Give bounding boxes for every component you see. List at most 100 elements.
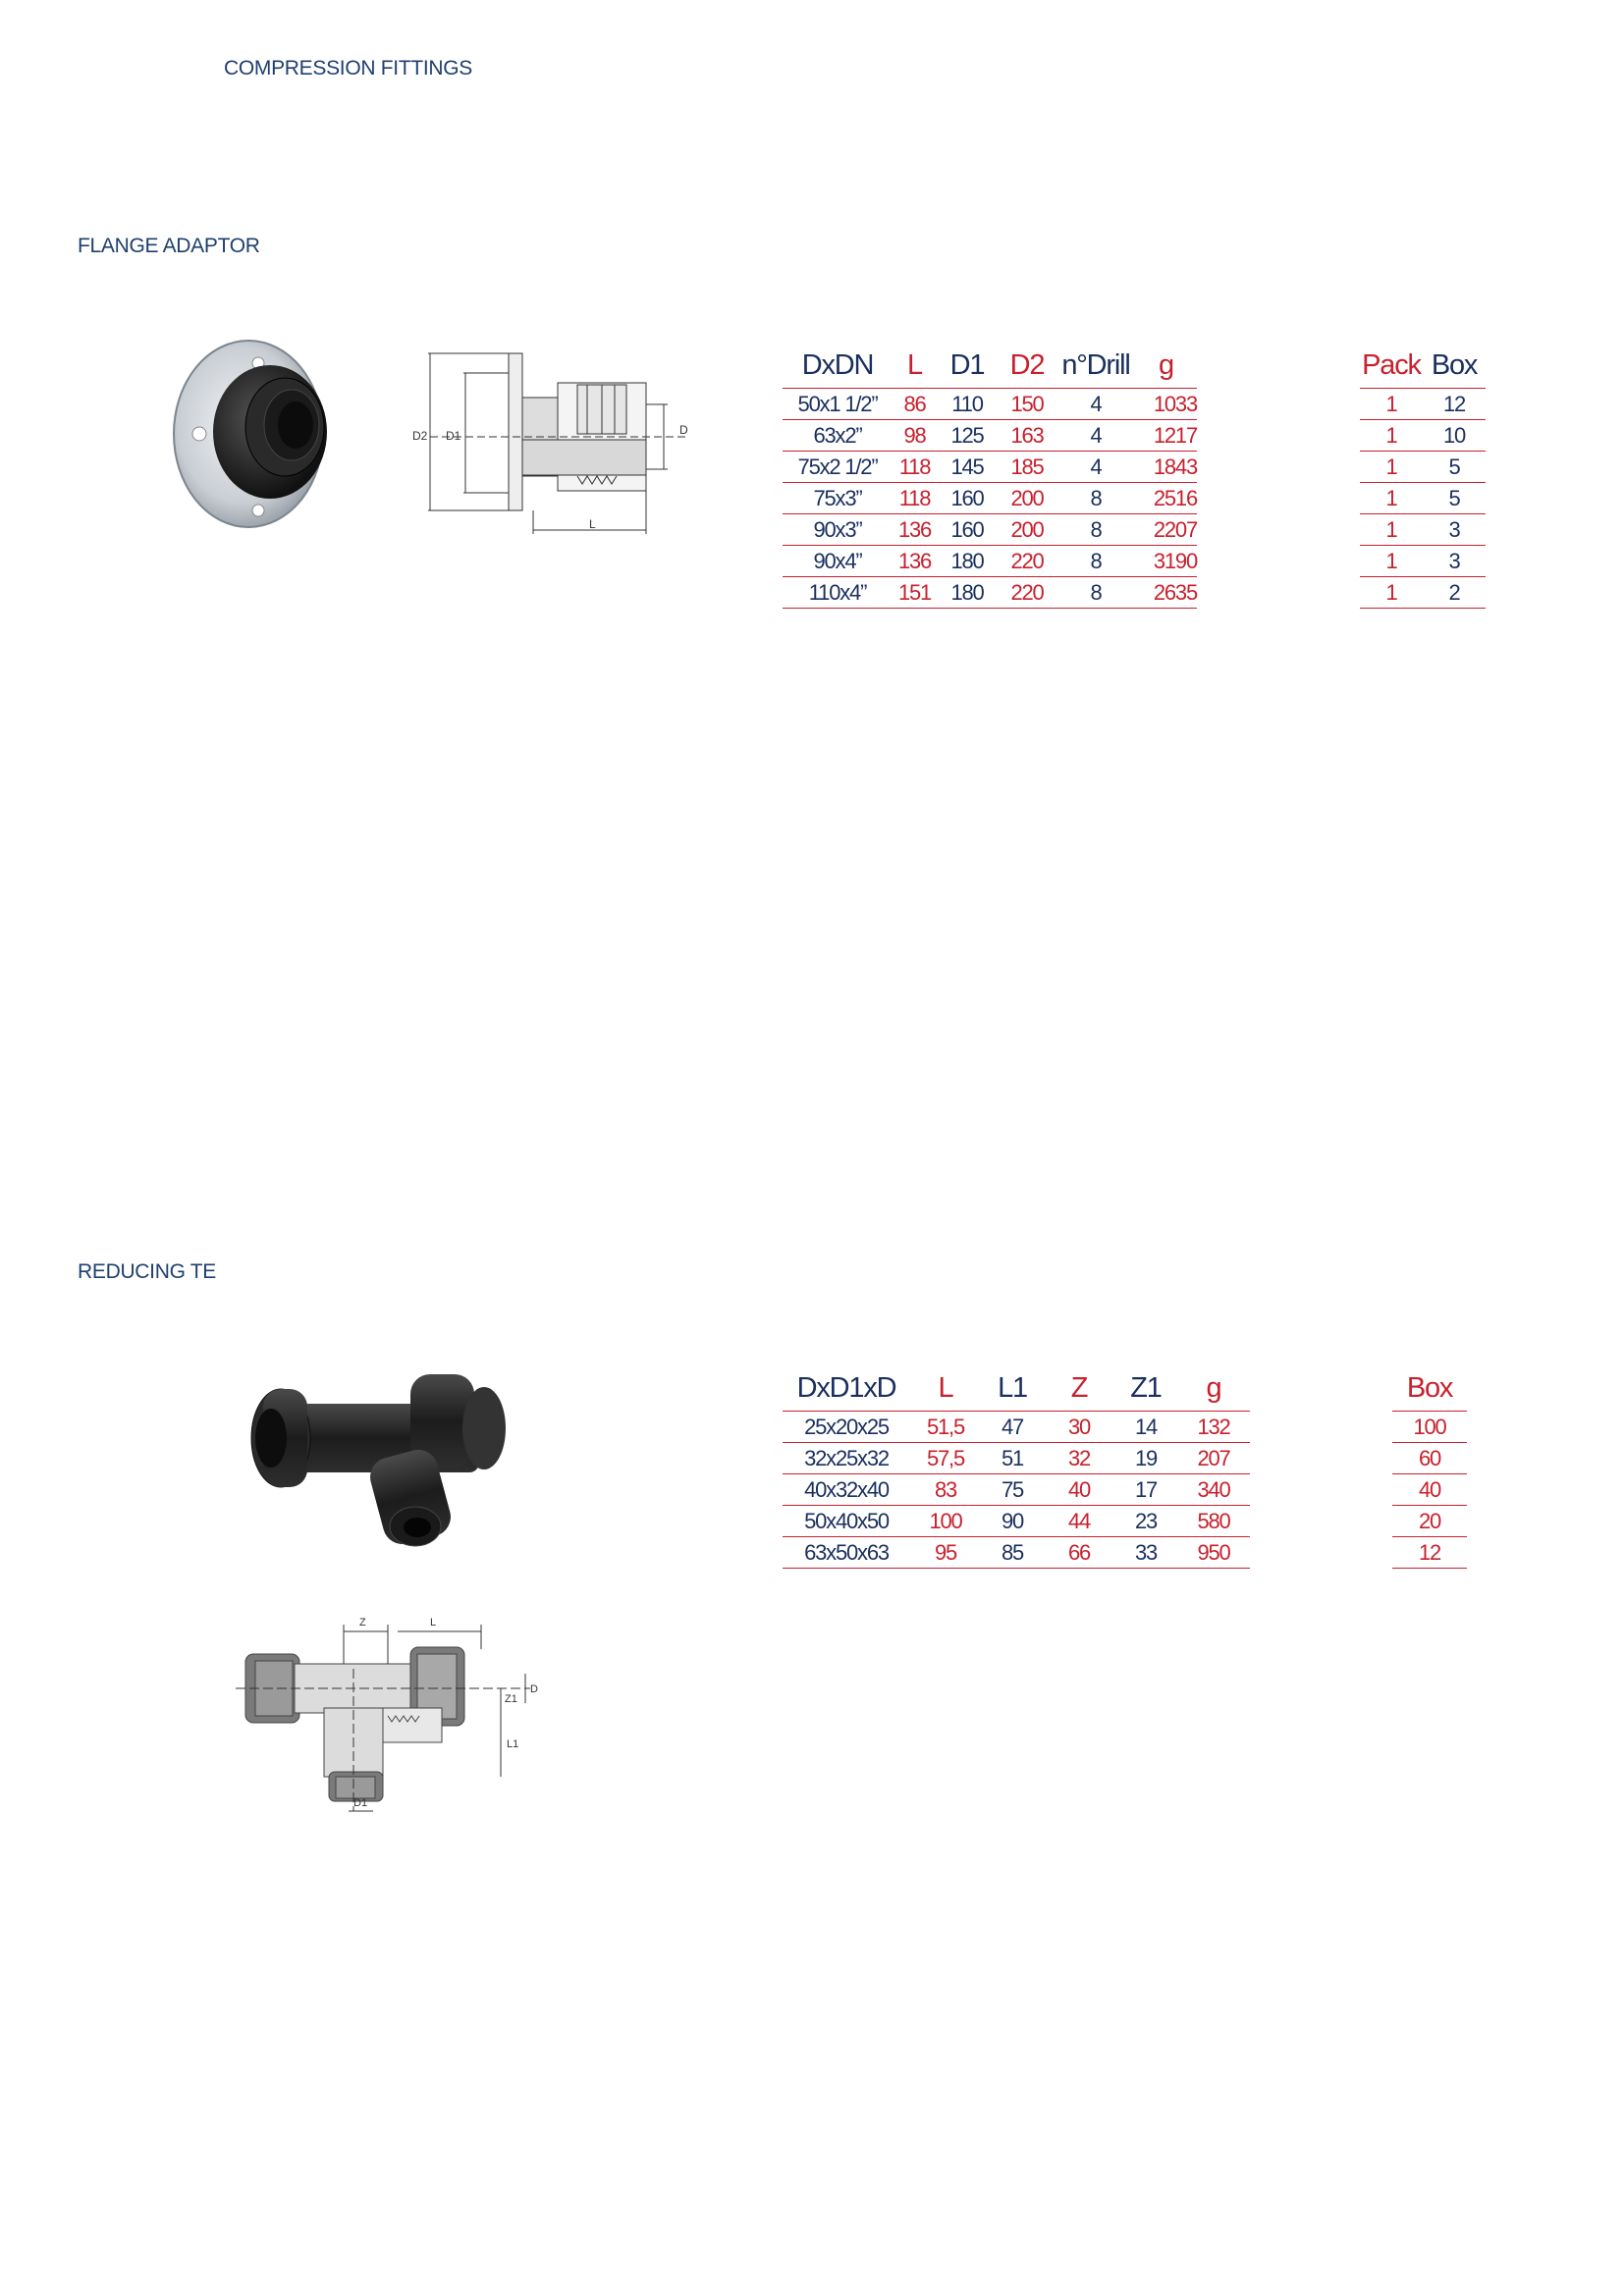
cell: 151 xyxy=(893,576,937,609)
cell: 3 xyxy=(1423,545,1486,577)
cell: 4 xyxy=(1056,419,1135,452)
cell: 100 xyxy=(1392,1411,1467,1443)
cell: 47 xyxy=(981,1411,1044,1443)
col-header-z1: Z1 xyxy=(1114,1362,1177,1412)
cell: 132 xyxy=(1177,1411,1250,1443)
cell: 90 xyxy=(981,1505,1044,1537)
cell: 83 xyxy=(910,1473,981,1506)
cell: 118 xyxy=(893,482,937,514)
cell: 51 xyxy=(981,1442,1044,1474)
cell: 57,5 xyxy=(910,1442,981,1474)
page-header: COMPRESSION FITTINGS xyxy=(224,57,473,80)
cell: 3 xyxy=(1423,513,1486,546)
cell: 136 xyxy=(893,513,937,546)
cell: 1 xyxy=(1360,576,1423,609)
cell: 160 xyxy=(937,482,998,514)
cell: 40 xyxy=(1044,1473,1114,1506)
cell: 1217 xyxy=(1135,419,1198,452)
cell: 1843 xyxy=(1135,451,1198,483)
cell: 40x32x40 xyxy=(783,1473,910,1506)
cell: 95 xyxy=(910,1536,981,1569)
cell: 185 xyxy=(998,451,1056,483)
cell: 200 xyxy=(998,482,1056,514)
col-header-l: L xyxy=(910,1362,981,1412)
cell: 63x50x63 xyxy=(783,1536,910,1569)
cell: 32x25x32 xyxy=(783,1442,910,1474)
table-row: 40 xyxy=(1392,1473,1467,1506)
col-header-pack: Pack xyxy=(1360,339,1423,389)
cell: 145 xyxy=(937,451,998,483)
section-title-reducing-te: REDUCING TE xyxy=(78,1260,216,1283)
col-header-g: g xyxy=(1177,1362,1250,1412)
cell: 98 xyxy=(893,419,937,452)
drawing-label-d1: D1 xyxy=(446,429,461,443)
cell: 12 xyxy=(1392,1536,1467,1569)
cell: 30 xyxy=(1044,1411,1114,1443)
drawing-label-l: L xyxy=(589,517,596,531)
col-header-ndrill: n°Drill xyxy=(1056,339,1135,389)
cell: 4 xyxy=(1056,451,1135,483)
cell: 5 xyxy=(1423,451,1486,483)
cell: 63x2” xyxy=(783,419,893,452)
table-row: 100 xyxy=(1392,1411,1467,1443)
cell: 1 xyxy=(1360,419,1423,452)
cell: 207 xyxy=(1177,1442,1250,1474)
cell: 75x3” xyxy=(783,482,893,514)
cell: 75 xyxy=(981,1473,1044,1506)
cell: 220 xyxy=(998,545,1056,577)
cell: 110 xyxy=(937,388,998,420)
cell: 50x1 1/2” xyxy=(783,388,893,420)
drawing-label-l1: L1 xyxy=(507,1738,518,1750)
cell: 66 xyxy=(1044,1536,1114,1569)
drawing-label-d1: D1 xyxy=(353,1797,367,1809)
cell: 25x20x25 xyxy=(783,1411,910,1443)
cell: 51,5 xyxy=(910,1411,981,1443)
drawing-label-l: L xyxy=(430,1617,436,1629)
drawing-label-d: D xyxy=(530,1683,538,1695)
col-header-d2: D2 xyxy=(998,339,1056,389)
cell: 110x4” xyxy=(783,576,893,609)
cell: 340 xyxy=(1177,1473,1250,1506)
cell: 136 xyxy=(893,545,937,577)
col-header-l: L xyxy=(893,339,937,389)
flange-adaptor-photo xyxy=(173,340,327,528)
cell: 17 xyxy=(1114,1473,1177,1506)
cell: 75x2 1/2” xyxy=(783,451,893,483)
table-row: 60 xyxy=(1392,1442,1467,1474)
table-row: 12 xyxy=(1392,1536,1467,1569)
drawing-label-z1: Z1 xyxy=(505,1693,517,1705)
cell: 90x3” xyxy=(783,513,893,546)
col-header-d1: D1 xyxy=(937,339,998,389)
col-header-dxd1xd: DxD1xD xyxy=(783,1362,910,1412)
cell: 2516 xyxy=(1135,482,1198,514)
cell: 44 xyxy=(1044,1505,1114,1537)
flange-adaptor-drawing: D2 D1 D L xyxy=(412,352,688,534)
cell: 100 xyxy=(910,1505,981,1537)
cell: 200 xyxy=(998,513,1056,546)
cell: 20 xyxy=(1392,1505,1467,1537)
cell: 1 xyxy=(1360,451,1423,483)
cell: 23 xyxy=(1114,1505,1177,1537)
cell: 60 xyxy=(1392,1442,1467,1474)
cell: 4 xyxy=(1056,388,1135,420)
cell: 125 xyxy=(937,419,998,452)
cell: 2207 xyxy=(1135,513,1198,546)
cell: 180 xyxy=(937,545,998,577)
col-header-box: Box xyxy=(1392,1362,1467,1412)
cell: 1033 xyxy=(1135,388,1198,420)
